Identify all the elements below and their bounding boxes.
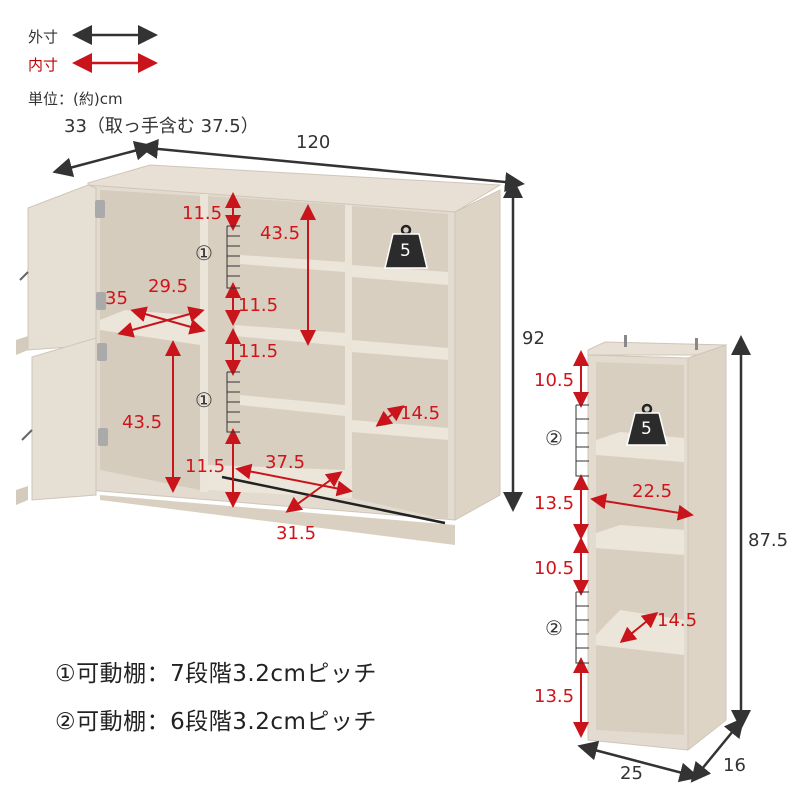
- weight-icon: [626, 403, 668, 446]
- shelf-pitch-scale-1: [226, 225, 240, 289]
- center-mid-gap-upper-label: 11.5: [238, 295, 279, 316]
- left-depth-label: 35: [105, 288, 128, 309]
- side-lower-top-gap-label: 10.5: [534, 558, 575, 579]
- weight-icon: [384, 224, 428, 269]
- weight-value-side: 5: [641, 419, 652, 439]
- shelf-marker-2-lower: ②: [545, 616, 563, 640]
- shelf-marker-1-lower: ①: [195, 388, 213, 412]
- side-lower-bottom-gap-label: 13.5: [534, 686, 575, 707]
- main-width-label: 120: [296, 132, 331, 153]
- note-shelf-1: ①可動棚：7段階3.2cmピッチ: [55, 661, 377, 687]
- side-height-label: 87.5: [748, 530, 789, 551]
- left-bottom-height-label: 43.5: [122, 412, 163, 433]
- center-mid-gap-lower-label: 11.5: [238, 341, 279, 362]
- center-bottom-width-label: 37.5: [265, 452, 306, 473]
- legend-inner-label: 内寸: [28, 56, 59, 74]
- center-bottom-depth-label: 31.5: [276, 523, 317, 544]
- side-width-inner-label: 22.5: [632, 481, 673, 502]
- shelf-marker-2-upper: ②: [545, 426, 563, 450]
- side-shelf-depth-label: 14.5: [657, 610, 698, 631]
- weight-value-main: 5: [400, 241, 411, 261]
- shelf-pitch-scale-2: [575, 404, 589, 477]
- shelf-marker-1-upper: ①: [195, 241, 213, 265]
- side-cabinet: [587, 335, 728, 752]
- center-top-gap-label: 11.5: [182, 203, 223, 224]
- center-height-label: 43.5: [260, 223, 301, 244]
- side-depth-label: 16: [723, 755, 746, 776]
- note-shelf-2: ②可動棚：6段階3.2cmピッチ: [55, 709, 377, 735]
- side-width-label: 25: [620, 763, 643, 784]
- right-shelf-depth-label: 14.5: [400, 403, 441, 424]
- left-width-label: 29.5: [148, 276, 189, 297]
- main-height-label: 92: [522, 328, 545, 349]
- center-bottom-gap-label: 11.5: [185, 456, 226, 477]
- legend-outer-label: 外寸: [28, 28, 59, 46]
- unit-label: 単位：(約)cm: [28, 90, 123, 108]
- side-top-gap-label: 10.5: [534, 370, 575, 391]
- side-upper-bottom-gap-label: 13.5: [534, 493, 575, 514]
- main-depth-label: 33（取っ手含む 37.5）: [64, 116, 259, 137]
- shelf-pitch-scale-2b: [575, 591, 589, 664]
- shelf-pitch-scale-1b: [226, 371, 240, 433]
